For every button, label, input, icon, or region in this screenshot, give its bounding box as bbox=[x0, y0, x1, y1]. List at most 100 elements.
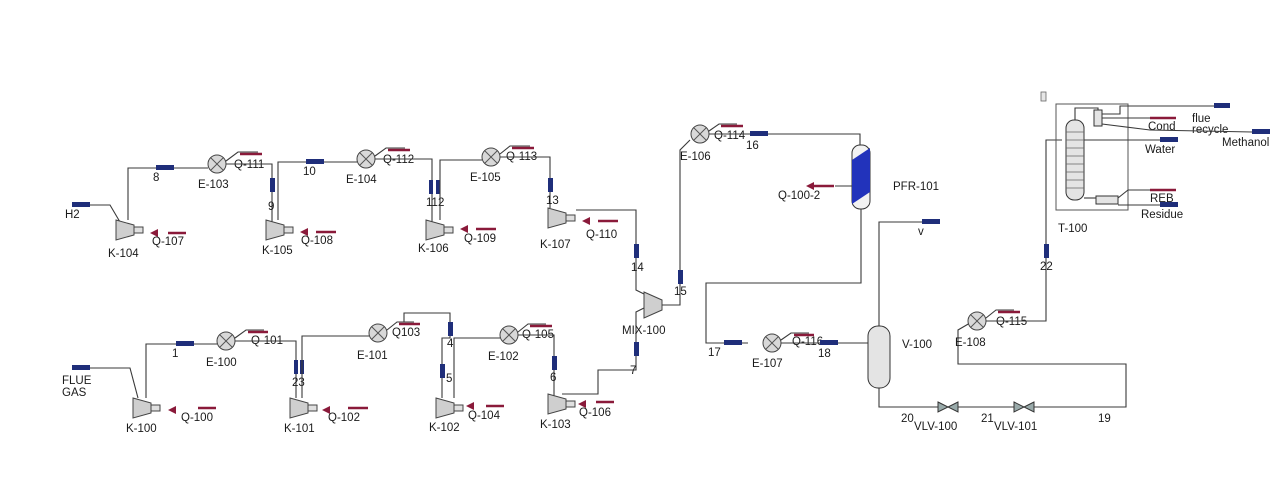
stream-s5-label: 5 bbox=[446, 373, 452, 385]
heat-exchanger-e103[interactable] bbox=[207, 154, 227, 174]
equipment-e100-label: E-100 bbox=[206, 357, 237, 369]
heat-exchanger-e101[interactable] bbox=[368, 323, 388, 343]
energy-q107-label: Q-107 bbox=[152, 236, 184, 248]
equipment-e108-label: E-108 bbox=[955, 337, 986, 349]
stream-s8-label: 8 bbox=[153, 172, 159, 184]
stream-s15-label: 15 bbox=[674, 286, 687, 298]
stream-flue-recycle-label-1: flue bbox=[1192, 113, 1211, 125]
stream-s7-label: 7 bbox=[630, 365, 636, 377]
stream-s16-label: 16 bbox=[746, 140, 759, 152]
stream-s11-label: 112 bbox=[426, 197, 444, 209]
stream-h2-arrow bbox=[72, 202, 90, 207]
compressor-k106[interactable] bbox=[425, 219, 454, 241]
column-tag-icon bbox=[1040, 91, 1047, 102]
equipment-mix100-label: MIX-100 bbox=[622, 325, 665, 337]
energy-q109-label: Q-109 bbox=[464, 233, 496, 245]
energy-q102-label: Q-102 bbox=[328, 412, 360, 424]
energy-q110-label: Q-110 bbox=[586, 229, 617, 241]
heat-exchanger-e106[interactable] bbox=[690, 124, 710, 144]
equipment-e107-label: E-107 bbox=[752, 358, 783, 370]
stream-s14-label: 14 bbox=[631, 262, 644, 274]
h2-compression-train: H2 K-104 Q-107 8 E-103 Q-111 9 K-105 Q-1… bbox=[65, 145, 649, 297]
stream-s18-label: 18 bbox=[818, 348, 831, 360]
equipment-k103-label: K-103 bbox=[540, 419, 571, 431]
equipment-k104-label: K-104 bbox=[108, 248, 139, 260]
equipment-vlv100-label: VLV-100 bbox=[914, 421, 957, 433]
energy-q100-label: Q-100 bbox=[181, 412, 213, 424]
heat-exchanger-e107[interactable] bbox=[762, 333, 782, 353]
energy-q114-label: Q-114 bbox=[714, 130, 746, 142]
stream-flue-gas-label-2: GAS bbox=[62, 387, 87, 399]
stream-flue-gas-arrow bbox=[72, 365, 90, 370]
stream-s10-arrow bbox=[306, 159, 324, 164]
compressor-k100[interactable] bbox=[132, 397, 161, 419]
stream-v-label: v bbox=[918, 226, 924, 238]
line-s9 bbox=[226, 163, 273, 222]
line-s22 bbox=[986, 139, 1062, 322]
valve-vlv100[interactable] bbox=[937, 401, 950, 413]
line-s17 bbox=[705, 209, 862, 344]
compressor-k107[interactable] bbox=[547, 207, 576, 229]
stream-s6-label: 6 bbox=[550, 372, 556, 384]
equipment-vlv101-label: VLV-101 bbox=[994, 421, 1037, 433]
stream-s2-3-label: 23 bbox=[292, 377, 305, 389]
energy-q104-label: Q-104 bbox=[468, 410, 501, 422]
stream-s19-label: 19 bbox=[1098, 413, 1111, 425]
stream-s9-arrow bbox=[270, 178, 275, 192]
equipment-k101-label: K-101 bbox=[284, 423, 315, 435]
stream-s13-label: 13 bbox=[546, 195, 559, 207]
stream-s20-label: 20 bbox=[901, 413, 914, 425]
line-s6 bbox=[518, 334, 555, 396]
heat-exchanger-e104[interactable] bbox=[356, 149, 376, 169]
equipment-e105-label: E-105 bbox=[470, 172, 501, 184]
compressor-k102[interactable] bbox=[435, 397, 464, 419]
equipment-pfr101-label: PFR-101 bbox=[893, 181, 939, 193]
reboiler-symbol bbox=[1095, 195, 1119, 205]
heat-exchanger-e105[interactable] bbox=[481, 147, 501, 167]
stream-flue-recycle-label-2: recycle bbox=[1192, 124, 1228, 136]
separator-v100[interactable] bbox=[867, 325, 891, 389]
heat-exchanger-e102[interactable] bbox=[499, 325, 519, 345]
equipment-k106-label: K-106 bbox=[418, 243, 449, 255]
heat-exchanger-e108[interactable] bbox=[967, 311, 987, 331]
reaction-section: MIX-100 15 E-106 Q-114 16 PFR-101 Q-100-… bbox=[622, 123, 939, 370]
equipment-e102-label: E-102 bbox=[488, 351, 519, 363]
heat-exchanger-e100[interactable] bbox=[216, 331, 236, 351]
energy-cond-label: Cond bbox=[1148, 121, 1176, 133]
compressor-k101[interactable] bbox=[289, 397, 318, 419]
line-s15 bbox=[662, 139, 691, 306]
energy-q116-label: Q-116 bbox=[792, 336, 823, 348]
line-s8 bbox=[127, 167, 156, 220]
stream-s21-label: 21 bbox=[981, 413, 994, 425]
compressor-k103[interactable] bbox=[547, 393, 576, 415]
equipment-t100-label: T-100 bbox=[1058, 223, 1087, 235]
stream-residue-label: Residue bbox=[1141, 209, 1183, 221]
separation-section: V-100 v 20 VLV-100 21 VLV-101 19 E-108 Q… bbox=[867, 91, 1270, 433]
line-s13 bbox=[500, 156, 551, 208]
stream-s17-label: 17 bbox=[708, 347, 721, 359]
energy-q112-label: Q-112 bbox=[383, 154, 414, 166]
line-s7 bbox=[562, 305, 649, 395]
equipment-k102-label: K-102 bbox=[429, 422, 460, 434]
stream-h2-label: H2 bbox=[65, 209, 80, 221]
line-s1 bbox=[145, 343, 176, 398]
valve-vlv101[interactable] bbox=[1013, 401, 1026, 413]
line-s11 bbox=[375, 158, 433, 222]
stream-s1-label: 1 bbox=[172, 348, 178, 360]
flue-gas-compression-train: FLUE GAS K-100 Q-100 1 E-100 Q-101 23 K-… bbox=[62, 305, 649, 435]
stream-methanol-label: Methanol bbox=[1222, 137, 1269, 149]
energy-q115-label: Q-115 bbox=[996, 316, 1027, 328]
stream-s8-arrow bbox=[156, 165, 174, 170]
equipment-e103-label: E-103 bbox=[198, 179, 229, 191]
compressor-k104[interactable] bbox=[115, 219, 144, 241]
equipment-k100-label: K-100 bbox=[126, 423, 157, 435]
equipment-e104-label: E-104 bbox=[346, 174, 377, 186]
equipment-e101-label: E-101 bbox=[357, 350, 388, 362]
line-s10 bbox=[277, 161, 306, 220]
equipment-e106-label: E-106 bbox=[680, 151, 711, 163]
mixer-mix100[interactable] bbox=[643, 291, 663, 319]
energy-q106-label: Q-106 bbox=[579, 407, 611, 419]
compressor-k105[interactable] bbox=[265, 219, 294, 241]
line-s2 bbox=[235, 340, 297, 398]
